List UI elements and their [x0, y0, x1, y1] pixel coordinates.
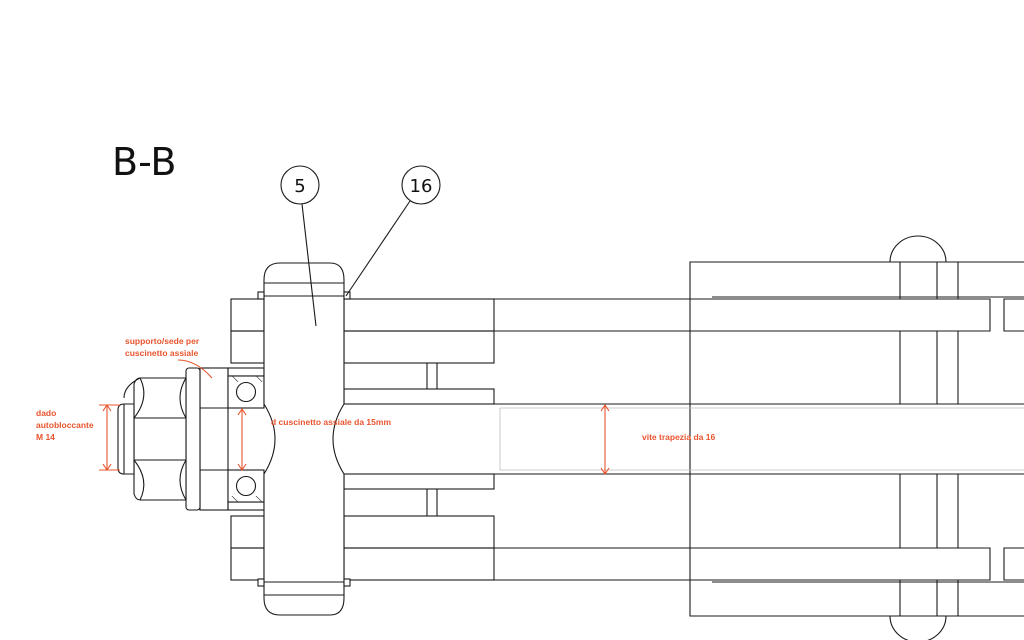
pin-shaft — [257, 262, 351, 616]
balloon-16-label: 16 — [410, 176, 433, 197]
annotation-nut-line3: M 14 — [36, 432, 55, 442]
left-plates — [230, 298, 265, 581]
annotation-support-line2: cuscinetto assiale — [125, 348, 199, 358]
annotation-screw: vite trapezia da 16 — [600, 404, 716, 475]
balloon-16: 16 — [345, 165, 441, 297]
annotation-nut: dado autobloccante M 14 — [36, 404, 120, 471]
section-label: B-B — [112, 140, 177, 184]
annotation-nut-line1: dado — [36, 408, 56, 418]
right-plates — [343, 298, 495, 581]
annotation-bearing: d cuscinetto assiale da 15mm — [237, 408, 391, 471]
annotation-support: supporto/sede per cuscinetto assiale — [125, 336, 213, 379]
balloon-5: 5 — [280, 165, 320, 327]
annotation-support-line1: supporto/sede per — [125, 336, 200, 346]
annotation-bearing-text: d cuscinetto assiale da 15mm — [271, 417, 391, 427]
self-locking-nut — [117, 367, 201, 511]
annotation-nut-line2: autobloccante — [36, 420, 94, 430]
bearing-support — [199, 367, 265, 511]
frame-assembly — [494, 235, 1024, 640]
balloon-5-label: 5 — [294, 176, 305, 197]
annotation-screw-text: vite trapezia da 16 — [642, 432, 716, 442]
